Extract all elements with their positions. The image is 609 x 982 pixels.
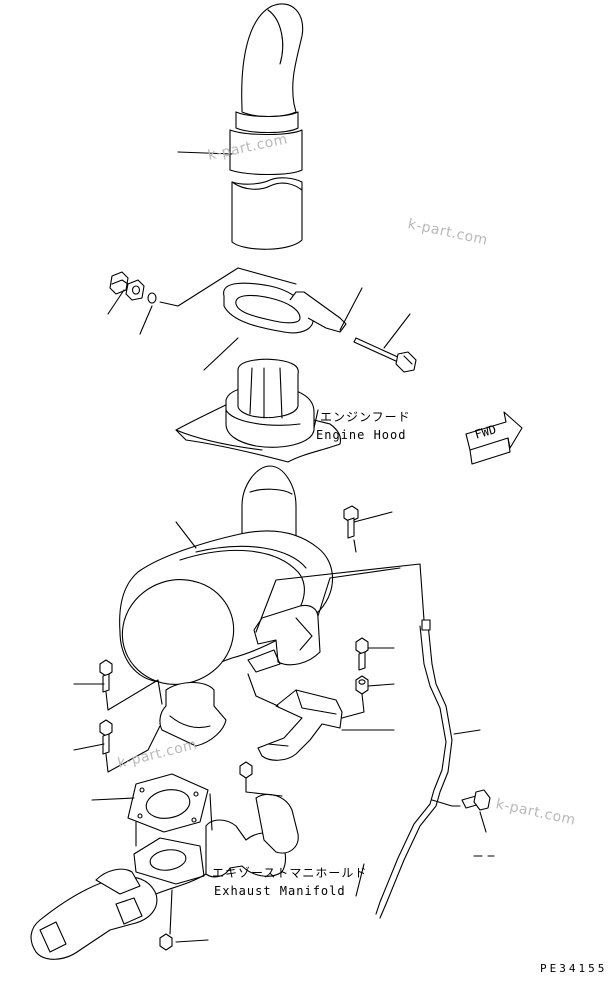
engine-hood-label-jp: エンジンフード xyxy=(320,410,411,424)
exhaust-clamp xyxy=(223,282,347,334)
stay-bolt-left-lower xyxy=(99,719,113,755)
stay-bolt-right xyxy=(355,637,369,671)
leader-lines xyxy=(73,151,495,943)
stay-washer xyxy=(355,675,369,695)
pipe-clip-bolt xyxy=(461,789,491,811)
exhaust-stack xyxy=(229,3,304,250)
exhaust-manifold-label-jp: エキゾーストマニホールド xyxy=(212,866,368,880)
manifold-nut xyxy=(239,761,253,779)
drawing-code: PE34155 xyxy=(540,962,608,975)
clamp-bolt xyxy=(353,337,417,373)
hood-adapter xyxy=(225,358,315,448)
gasket xyxy=(127,773,209,833)
muffler xyxy=(119,465,334,747)
engine-hood-label-en: Engine Hood xyxy=(316,428,407,442)
bracket-stay xyxy=(257,689,343,761)
exhaust-manifold-label-en: Exhaust Manifold xyxy=(214,884,346,898)
fwd-arrow xyxy=(465,411,523,465)
nut-pair xyxy=(109,271,145,301)
stay-bolt-left-upper xyxy=(99,659,113,693)
stud-nut xyxy=(159,933,173,951)
exhaust-manifold xyxy=(30,793,299,960)
drain-pipe xyxy=(375,619,461,919)
muffler-bolt xyxy=(343,505,359,539)
lock-washer xyxy=(147,292,157,304)
